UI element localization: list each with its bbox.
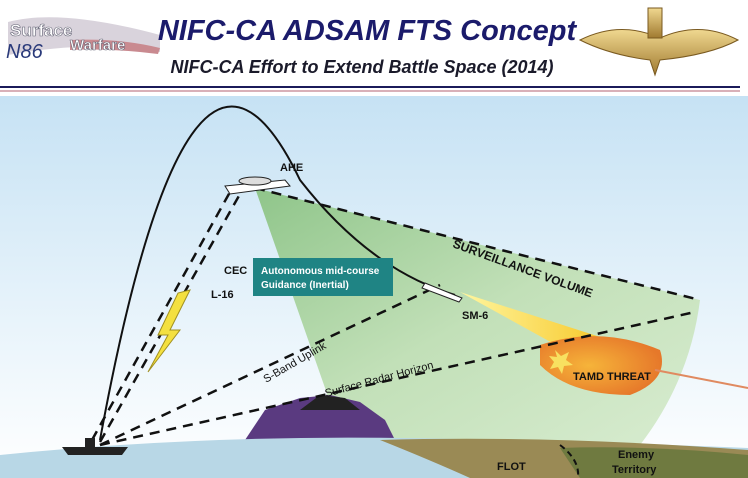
flot-line: [559, 444, 580, 478]
header: Surface Warfare N86 NIFC-CA ADSAM FTS Co…: [0, 7, 740, 92]
svg-text:N86: N86: [6, 41, 44, 63]
label-territory: Territory: [612, 464, 657, 476]
label-sm6: SM-6: [462, 310, 488, 322]
surface-warfare-logo: Surface Warfare N86: [6, 17, 160, 63]
page-subtitle: NIFC-CA Effort to Extend Battle Space (2…: [170, 57, 553, 77]
threat-trail: [654, 369, 748, 389]
svg-text:Surface: Surface: [10, 21, 72, 40]
page-title: NIFC-CA ADSAM FTS Concept: [158, 15, 578, 47]
lightning-bolt-icon: [147, 289, 191, 373]
tamd-threat-zone: [540, 336, 662, 395]
mountain: [245, 395, 395, 440]
swo-emblem-icon: [578, 7, 740, 77]
sm6-missile-icon: [421, 282, 463, 303]
intercept-burst-icon: [549, 350, 573, 374]
label-ahe: AHE: [280, 162, 303, 174]
label-cec: CEC: [224, 265, 247, 277]
label-flot: FLOT: [497, 461, 526, 473]
e2d-aircraft-icon: [224, 176, 291, 195]
label-enemy: Enemy: [618, 449, 655, 461]
label-tamd-threat: TAMD THREAT: [573, 371, 651, 383]
enemy-territory-area: [560, 447, 748, 478]
guidance-box: [253, 258, 393, 296]
svg-text:Autonomous mid-course: Autonomous mid-course: [261, 266, 380, 277]
label-l16: L-16: [211, 289, 234, 301]
svg-text:Warfare: Warfare: [70, 37, 125, 54]
mountain-peak: [300, 395, 360, 410]
ship-icon: [62, 447, 128, 455]
svg-text:Guidance (Inertial): Guidance (Inertial): [261, 280, 349, 291]
